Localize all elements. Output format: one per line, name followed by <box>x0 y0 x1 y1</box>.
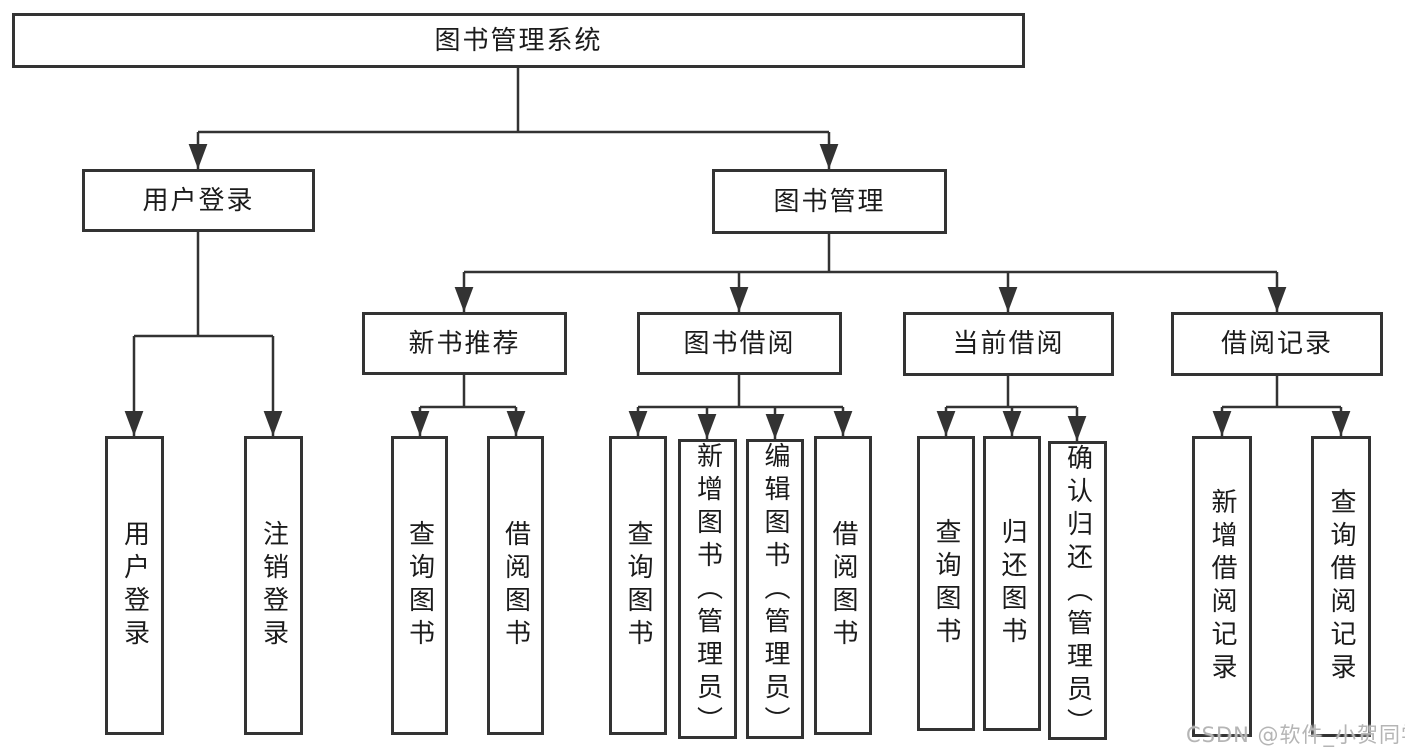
leaf-add-borrowing-record: 新增借阅记录 <box>1192 436 1252 737</box>
leaf-confirm-return-admin: 确认归还（管理员） <box>1048 441 1107 741</box>
watermark-text: CSDN @软件_小贺同学 <box>1186 723 1405 747</box>
node-book-management: 图书管理 <box>712 169 947 234</box>
node-user-login: 用户登录 <box>82 169 315 232</box>
node-book-borrowing: 图书借阅 <box>637 312 842 375</box>
leaf-return-books: 归还图书 <box>983 436 1041 731</box>
leaf-query-books-current: 查询图书 <box>917 436 975 731</box>
node-new-book-recommendation: 新书推荐 <box>362 312 567 375</box>
node-current-borrowing: 当前借阅 <box>903 312 1114 376</box>
leaf-borrow-books-borrowing: 借阅图书 <box>814 436 872 735</box>
leaf-edit-books-admin: 编辑图书（管理员） <box>746 439 804 739</box>
node-library-management-system: 图书管理系统 <box>12 13 1025 68</box>
leaf-logout: 注销登录 <box>244 436 303 735</box>
leaf-user-login: 用户登录 <box>105 436 164 735</box>
leaf-add-books-admin: 新增图书（管理员） <box>678 439 737 739</box>
leaf-borrow-books-recommendation: 借阅图书 <box>487 436 544 735</box>
leaf-query-books-borrowing: 查询图书 <box>609 436 667 735</box>
leaf-query-borrowing-record: 查询借阅记录 <box>1311 436 1371 737</box>
leaf-query-books-recommendation: 查询图书 <box>391 436 448 735</box>
node-borrowing-records: 借阅记录 <box>1171 312 1383 376</box>
